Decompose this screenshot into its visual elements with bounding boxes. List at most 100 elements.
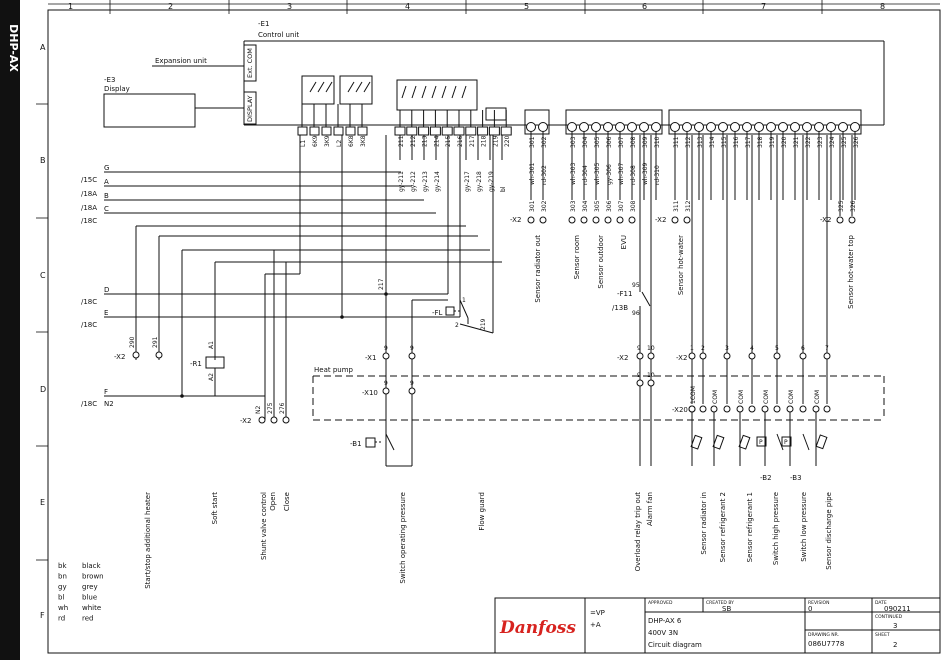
- svg-text:-X2: -X2: [617, 354, 628, 362]
- col-label: 6: [642, 2, 647, 11]
- sensor-terminal: [682, 122, 692, 132]
- sensor-terminal: [754, 122, 764, 132]
- signal-ref: /18C: [81, 298, 97, 306]
- x2-terminal-number: 304: [582, 200, 589, 212]
- sensor-terminal: [639, 122, 649, 132]
- sensor-terminal: [838, 122, 848, 132]
- signal-ref: /15C: [81, 176, 97, 184]
- terminal-number: 212: [410, 135, 417, 147]
- function-label: Sensor refrigerant 2: [719, 492, 727, 562]
- com-label: COM: [738, 390, 745, 404]
- sensor-terminal-number: 324: [829, 136, 836, 148]
- x20-com-terminal: [786, 405, 794, 413]
- sensor-terminal-number: 322: [805, 136, 812, 148]
- terminal-box: [477, 126, 489, 136]
- display-label: Display: [104, 85, 130, 93]
- col-label: 5: [524, 2, 529, 11]
- terminal-number: 215: [445, 135, 452, 147]
- svg-text:0: 0: [808, 605, 812, 613]
- wire-label: gy-212: [410, 171, 417, 192]
- col-label: 3: [287, 2, 292, 11]
- x2-terminal-number: 307: [618, 200, 625, 212]
- relay-terminal: [321, 126, 332, 136]
- relay-terminal: [333, 126, 344, 136]
- sensor-terminal: [591, 122, 601, 132]
- svg-text:A2: A2: [208, 373, 215, 381]
- x2-label: -X2: [655, 216, 666, 224]
- svg-text:CONTINUED: CONTINUED: [875, 614, 903, 620]
- signal-letter: C: [104, 205, 109, 213]
- heat-pump-box: Heat pump: [312, 366, 885, 421]
- sensor-terminal: [850, 122, 860, 132]
- x2-terminal: [628, 216, 636, 224]
- x2-sensor-terminal: [723, 352, 731, 360]
- x20-com-terminal: [736, 405, 744, 413]
- sensor-wire-label: rd-310: [654, 165, 661, 185]
- svg-text:-X2: -X2: [240, 417, 251, 425]
- x1-x10-connectors: -X1 9 9 -X10 9 9: [362, 345, 416, 397]
- relay-label: L2: [336, 140, 343, 147]
- terminal-number: 219: [492, 135, 499, 147]
- sensor-name: Sensor hot-water: [677, 235, 685, 295]
- sensor-terminal: [538, 122, 548, 132]
- display-ref: -E3: [104, 76, 115, 84]
- signal-letter: F: [104, 388, 108, 396]
- x2-label: -X2: [820, 216, 831, 224]
- x2-terminal-number: 311: [673, 200, 680, 212]
- sensor-terminal-number: 310: [654, 136, 661, 148]
- sensor-wire-label: wh-303: [570, 162, 577, 185]
- wire-label: gy-211: [398, 171, 405, 192]
- svg-text:1: 1: [462, 297, 466, 304]
- wire-label: gy-213: [422, 171, 429, 192]
- legend-color: red: [82, 615, 93, 623]
- terminal-number: 213: [422, 135, 429, 147]
- terminal-box: [418, 126, 430, 136]
- function-label: Alarm fan: [646, 492, 654, 526]
- svg-text:+A: +A: [590, 621, 601, 629]
- relay-label: L1: [300, 140, 307, 147]
- col-label: 1: [68, 2, 73, 11]
- x2-terminal: [683, 216, 691, 224]
- function-label: Switch operating pressure: [399, 492, 407, 584]
- svg-text:CREATED BY: CREATED BY: [706, 600, 734, 606]
- relay-label: 6K9: [312, 135, 319, 147]
- x2-terminal: [580, 216, 588, 224]
- svg-text:276: 276: [279, 402, 286, 414]
- sensor-terminal: [603, 122, 613, 132]
- x2-terminal-number: 306: [606, 200, 613, 212]
- com-label: 1COM: [690, 386, 697, 404]
- function-label: Start/stop additional heater: [144, 492, 152, 589]
- x2-terminal-number: 301: [529, 200, 536, 212]
- expansion-unit-label: Expansion unit: [155, 57, 207, 65]
- row-label: E: [40, 498, 45, 507]
- sensor-terminal: [790, 122, 800, 132]
- x2-sensor-terminal: [688, 352, 696, 360]
- function-label: Sensor discharge pipe: [825, 492, 833, 570]
- sidebar-title: DHP-AX: [7, 24, 20, 72]
- x2-terminal: [539, 216, 547, 224]
- terminal-block: [524, 109, 550, 135]
- svg-text:9: 9: [410, 380, 414, 387]
- legend-code: bk: [58, 562, 67, 570]
- sidebar-band: [0, 0, 20, 660]
- svg-text:DHP-AX 6: DHP-AX 6: [648, 617, 682, 625]
- sensor-terminal: [567, 122, 577, 132]
- sensor-wire-label: rd-304: [582, 165, 589, 185]
- sensor-wire-label: rd-308: [630, 165, 637, 185]
- control-unit-label: Control unit: [258, 31, 299, 39]
- sensor-terminal: [718, 122, 728, 132]
- signal-n2: N2: [104, 400, 114, 408]
- x2-terminal-number: 325: [838, 200, 845, 212]
- sensor-wire-label: wh-301: [529, 162, 536, 185]
- svg-text:DRAWING NR.: DRAWING NR.: [808, 632, 839, 638]
- signal-letter: E: [104, 309, 108, 317]
- terminal-box: [500, 126, 512, 136]
- term-217-label: 217: [378, 278, 385, 290]
- terminal-box: [441, 126, 453, 136]
- x2-terminal: [671, 216, 679, 224]
